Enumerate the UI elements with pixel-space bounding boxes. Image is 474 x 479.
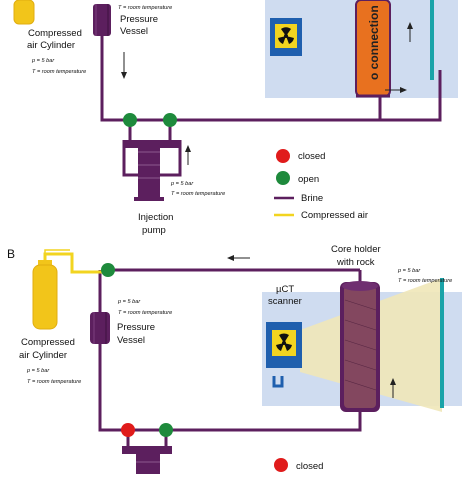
radiation-icon-a [270,18,302,56]
valve-open-b1 [101,263,115,277]
legend-open-label: open [298,174,319,185]
pump-label-a-2: pump [142,225,166,236]
legend-air-label: Compressed air [301,210,368,221]
radiation-icon-b [266,322,302,388]
brine-line-a [100,36,442,140]
scanner-label-2: scanner [268,296,302,307]
panel-b-letter: B [7,247,15,261]
legend-open-icon [276,171,290,185]
valve-open-a1 [123,113,137,127]
cylinder-t-a: T = room temperature [32,69,86,75]
detector-b [440,278,444,408]
cylinder-p-b: p = 5 bar [26,368,50,374]
vessel-t-b: T = room temperature [118,310,172,316]
air-line-b [43,252,108,274]
vessel-label-a-1: Pressure [120,14,158,25]
air-cylinder-b [32,260,58,330]
valve-closed-b2 [121,423,135,437]
detector-a [430,0,434,80]
cylinder-label-b-2: air Cylinder [19,350,67,361]
core-t-b: T = room temperature [398,278,452,284]
cylinder-label-a-2: air Cylinder [27,40,75,51]
vessel-t-a: T = room temperature [118,5,172,11]
legend-a: closed open Brine Compressed air [274,149,368,221]
pump-label-a-1: Injection [138,212,173,223]
core-holder-label-1: Core holder [331,244,381,255]
legend-brine-label: Brine [301,193,323,204]
pressure-vessel-a [93,4,111,36]
legend-closed-label: closed [298,151,325,162]
injection-pump-a [122,140,182,201]
brine-line-b [98,268,362,446]
valve-open-a2 [163,113,177,127]
pump-p-a: p = 5 bar [170,181,194,187]
cylinder-p-a: p = 5 bar [31,58,55,64]
core-p-b: p = 5 bar [397,268,421,274]
valve-open-b3 [159,423,173,437]
scanner-label-1: µCT [276,284,294,295]
vessel-label-a-2: Vessel [120,26,148,37]
vessel-label-b-2: Vessel [117,335,145,346]
pump-t-a: T = room temperature [171,191,225,197]
pressure-vessel-b [90,312,110,344]
injection-pump-b [122,446,172,474]
vessel-label-b-1: Pressure [117,322,155,333]
core-holder-b [340,281,380,412]
cylinder-t-b: T = room temperature [27,379,81,385]
legend-b-closed-icon [274,458,288,472]
cylinder-label-b-1: Compressed [21,337,75,348]
legend-closed-icon [276,149,290,163]
vessel-p-b: p = 5 bar [117,299,141,305]
legend-b-closed-label: closed [296,461,323,472]
cylinder-label-a-1: Compressed [28,28,82,39]
core-connection-text: o connection [367,5,381,80]
core-holder-label-2: with rock [336,257,375,268]
legend-b: closed [274,458,323,472]
air-cylinder-a [13,0,35,25]
